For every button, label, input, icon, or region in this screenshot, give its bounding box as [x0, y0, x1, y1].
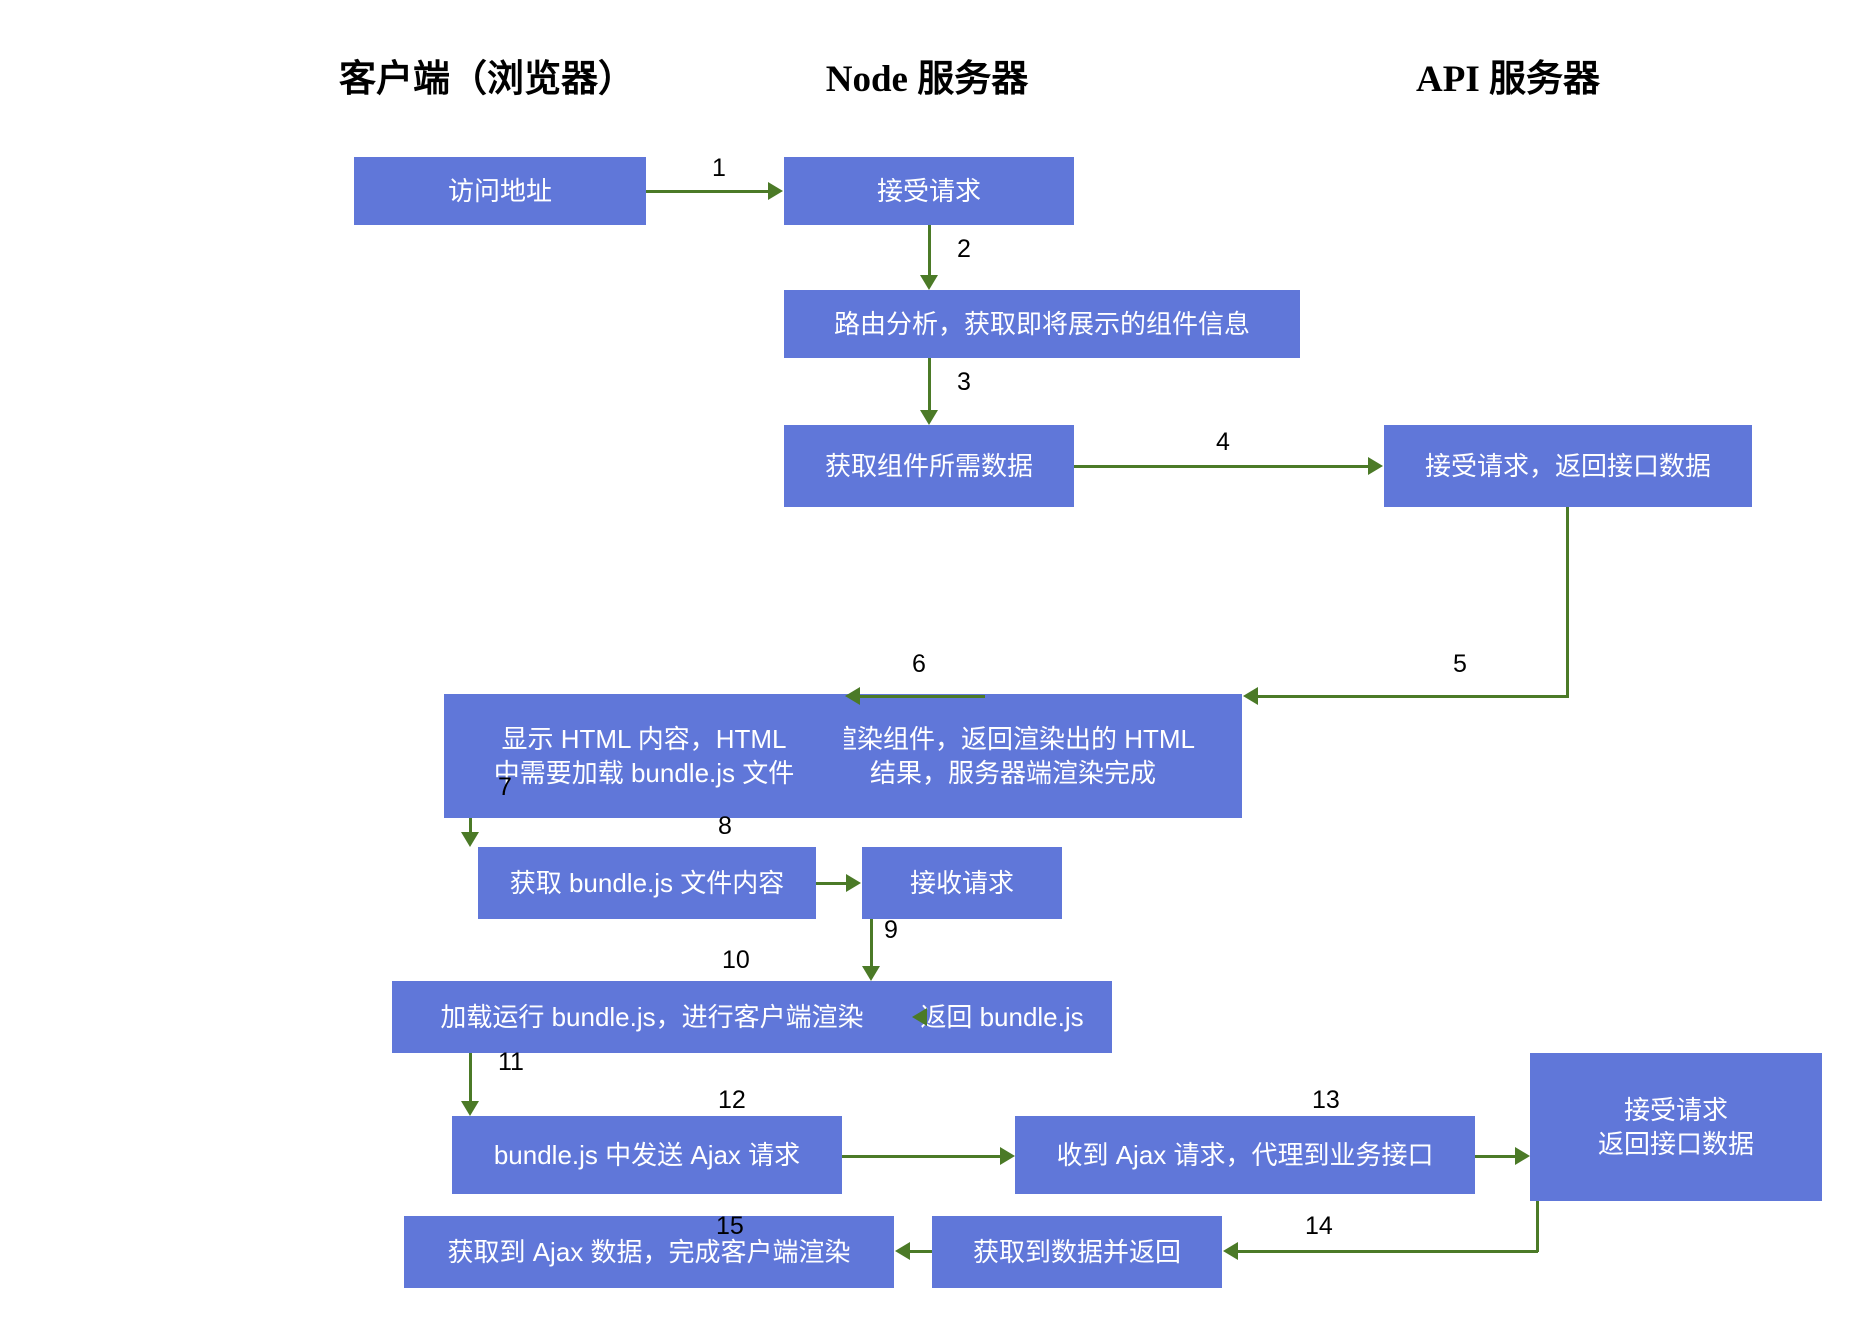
- node-return-bundle[interactable]: 返回 bundle.js: [892, 981, 1112, 1053]
- edge-6-line: [860, 695, 985, 698]
- edge-label-10: 10: [722, 946, 750, 974]
- edge-label-3: 3: [957, 368, 971, 396]
- edge-label-6: 6: [912, 650, 926, 678]
- node-accept-request[interactable]: 接受请求: [784, 157, 1074, 225]
- column-header-client: 客户端（浏览器）: [339, 59, 635, 100]
- edge-8-line: [816, 882, 846, 885]
- edge-12-arrowhead: [1000, 1147, 1015, 1165]
- edge-12-line: [842, 1155, 1000, 1158]
- node-render-component-html[interactable]: 渲染组件，返回渲染出的 HTML 结果，服务器端渲染完成: [784, 694, 1242, 818]
- edge-5-line-vertical: [1566, 507, 1569, 697]
- edge-14-arrowhead: [1223, 1242, 1238, 1260]
- edge-4-arrowhead: [1368, 457, 1383, 475]
- edge-9-line: [870, 919, 873, 966]
- edge-5-arrowhead: [1243, 687, 1258, 705]
- node-api-accept-return-data[interactable]: 接受请求，返回接口数据: [1384, 425, 1752, 507]
- edge-8-arrowhead: [846, 874, 861, 892]
- edge-15-arrowhead: [895, 1242, 910, 1260]
- edge-label-4: 4: [1216, 428, 1230, 456]
- node-receive-request[interactable]: 接收请求: [862, 847, 1062, 919]
- edge-13-line: [1475, 1155, 1515, 1158]
- edge-7-line: [469, 818, 472, 832]
- node-show-html-content[interactable]: 显示 HTML 内容，HTML 中需要加载 bundle.js 文件: [444, 694, 844, 818]
- edge-label-7: 7: [498, 773, 512, 801]
- edge-label-14: 14: [1305, 1212, 1333, 1240]
- edge-14-line-horizontal: [1238, 1250, 1538, 1253]
- edge-2-line: [928, 225, 931, 275]
- edge-label-11: 11: [498, 1048, 524, 1076]
- edge-label-15: 15: [716, 1212, 744, 1240]
- edge-label-12: 12: [718, 1086, 746, 1114]
- edge-11-arrowhead: [461, 1101, 479, 1116]
- edge-13-arrowhead: [1515, 1147, 1530, 1165]
- edge-1-arrowhead: [768, 182, 783, 200]
- edge-7-arrowhead: [461, 832, 479, 847]
- node-route-analysis[interactable]: 路由分析，获取即将展示的组件信息: [784, 290, 1300, 358]
- edge-label-13: 13: [1312, 1086, 1340, 1114]
- edge-label-2: 2: [957, 235, 971, 263]
- node-load-run-bundle[interactable]: 加载运行 bundle.js，进行客户端渲染: [392, 981, 912, 1053]
- edge-4-line: [1074, 465, 1368, 468]
- column-header-api-server: API 服务器: [1416, 59, 1600, 100]
- node-visit-address[interactable]: 访问地址: [354, 157, 646, 225]
- edge-3-line: [928, 358, 931, 410]
- edge-14-line-vertical: [1536, 1201, 1539, 1252]
- edge-label-9: 9: [884, 916, 898, 944]
- column-header-node-server: Node 服务器: [825, 59, 1029, 100]
- edge-label-1: 1: [712, 154, 726, 182]
- node-send-ajax-request[interactable]: bundle.js 中发送 Ajax 请求: [452, 1116, 842, 1194]
- edge-10-arrowhead: [912, 1008, 927, 1026]
- edge-1-line: [646, 190, 768, 193]
- node-api-accept-return[interactable]: 接受请求 返回接口数据: [1530, 1053, 1822, 1201]
- node-fetch-bundle-content[interactable]: 获取 bundle.js 文件内容: [478, 847, 816, 919]
- edge-9-arrowhead: [862, 966, 880, 981]
- edge-6-arrowhead: [845, 687, 860, 705]
- edge-11-line: [469, 1053, 472, 1101]
- edge-2-arrowhead: [920, 275, 938, 290]
- node-fetch-component-data[interactable]: 获取组件所需数据: [784, 425, 1074, 507]
- edge-label-5: 5: [1453, 650, 1467, 678]
- edge-3-arrowhead: [920, 410, 938, 425]
- edge-15-line: [910, 1250, 932, 1253]
- node-ajax-data-client-render[interactable]: 获取到 Ajax 数据，完成客户端渲染: [404, 1216, 894, 1288]
- node-get-data-and-return[interactable]: 获取到数据并返回: [932, 1216, 1222, 1288]
- edge-label-8: 8: [718, 812, 732, 840]
- node-receive-ajax-proxy[interactable]: 收到 Ajax 请求，代理到业务接口: [1015, 1116, 1475, 1194]
- edge-5-line-horizontal: [1258, 695, 1569, 698]
